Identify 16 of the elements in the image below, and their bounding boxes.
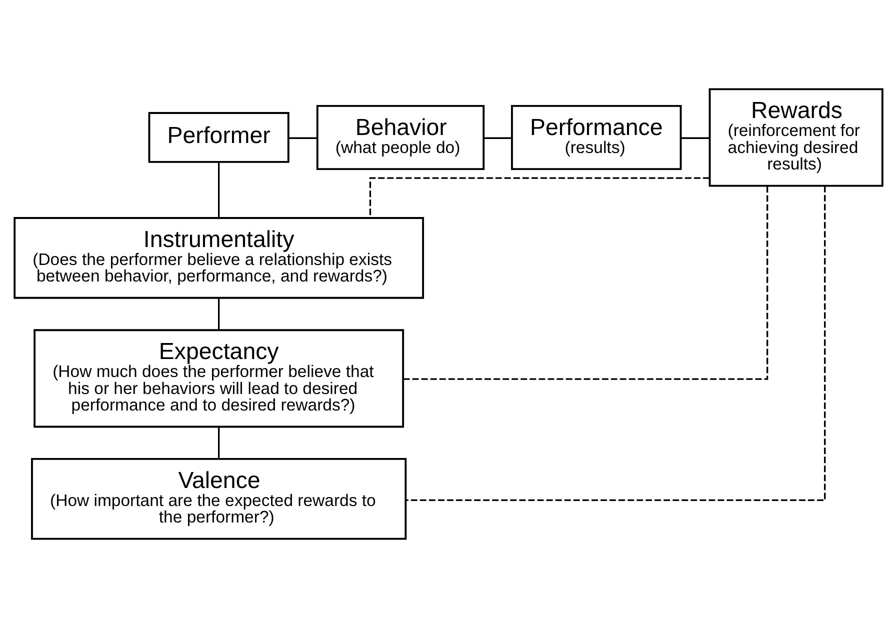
connector xyxy=(680,136,709,138)
connector xyxy=(288,136,317,138)
node-box: Expectancy (How much does the performer believe that his or her behaviors will lead to desired performance and to desired rewards?) xyxy=(33,328,404,428)
connector xyxy=(217,162,220,218)
node-box: Behavior (what people do) xyxy=(316,104,484,170)
node-box: Performer xyxy=(148,112,289,162)
node-box: Instrumentality (Does the performer believe a relationship exists between behavior, performance, and rewards?) xyxy=(13,216,424,298)
node-box: Performance (results) xyxy=(510,104,682,170)
connector xyxy=(402,186,768,380)
node-box: Rewards (reinforcement for achieving desired results) xyxy=(708,88,883,186)
connector xyxy=(484,136,512,138)
connector xyxy=(406,186,826,501)
node-box: Valence (How important are the expected rewards to the performer?) xyxy=(30,458,406,540)
connector xyxy=(217,298,220,330)
connector xyxy=(368,176,709,218)
connector xyxy=(217,426,220,458)
